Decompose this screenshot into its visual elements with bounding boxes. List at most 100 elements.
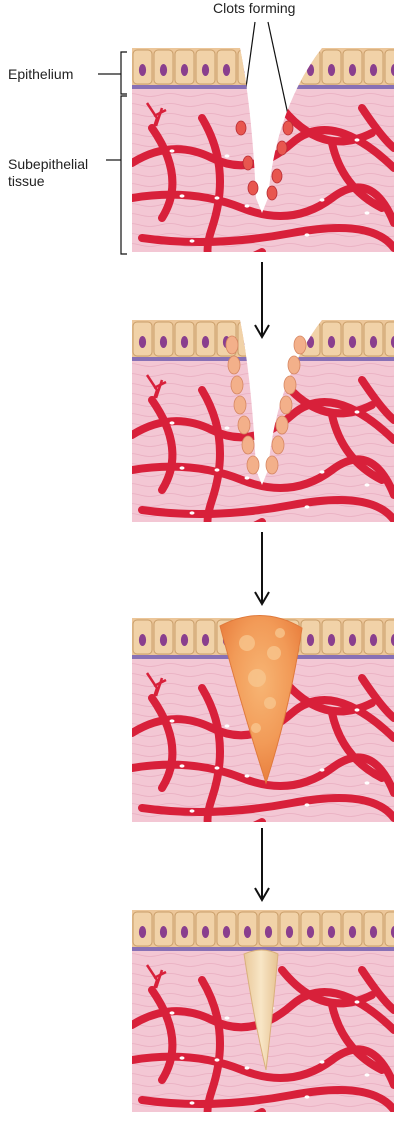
blood-cell	[365, 1073, 370, 1076]
blood-cell	[320, 470, 325, 473]
blood-cell	[320, 198, 325, 201]
cell-nucleus	[307, 336, 314, 348]
cell-nucleus	[160, 926, 167, 938]
cell-nucleus	[286, 64, 293, 76]
cell-nucleus	[370, 64, 377, 76]
blood-cell	[305, 803, 310, 806]
down-arrow-icon	[255, 262, 269, 337]
cell-nucleus	[349, 926, 356, 938]
blood-cell	[245, 774, 250, 777]
blood-cell	[215, 1058, 220, 1061]
cell-nucleus	[202, 634, 209, 646]
clot-cell	[266, 456, 278, 474]
clot-cell	[276, 416, 288, 434]
basement-membrane	[132, 357, 394, 361]
cell-nucleus	[160, 336, 167, 348]
blood-cell	[170, 1011, 175, 1014]
cell-nucleus	[139, 336, 146, 348]
cell-nucleus	[160, 64, 167, 76]
cell-nucleus	[181, 336, 188, 348]
clot	[272, 169, 282, 183]
blood-cell	[245, 1066, 250, 1069]
stage-4-healed	[132, 907, 402, 1122]
clot	[243, 156, 253, 170]
blood-cell	[225, 426, 230, 429]
cell-nucleus	[265, 64, 272, 76]
cell-nucleus	[139, 634, 146, 646]
blood-cell	[320, 768, 325, 771]
clot-cell	[226, 336, 238, 354]
cell-nucleus	[181, 926, 188, 938]
clot-cell	[272, 436, 284, 454]
cell-nucleus	[328, 926, 335, 938]
stage-1-clots-forming	[132, 45, 402, 266]
cell-nucleus	[202, 926, 209, 938]
clot-cell	[231, 376, 243, 394]
clot-cell	[247, 456, 259, 474]
blood-cell	[365, 211, 370, 214]
cell-nucleus	[391, 64, 398, 76]
blood-cell	[180, 194, 185, 197]
cell-nucleus	[223, 64, 230, 76]
blood-cell	[190, 1101, 195, 1104]
clot-cell	[280, 396, 292, 414]
blood-cell	[170, 719, 175, 722]
cell-nucleus	[370, 926, 377, 938]
blood-cell	[305, 1095, 310, 1098]
epithelial-cell	[238, 322, 257, 356]
cell-nucleus	[370, 634, 377, 646]
blood-cell	[245, 204, 250, 207]
clot-cell	[284, 376, 296, 394]
cell-nucleus	[223, 926, 230, 938]
cell-nucleus	[244, 336, 251, 348]
clot	[283, 121, 293, 135]
blood-cell	[355, 138, 360, 141]
cell-nucleus	[286, 336, 293, 348]
blood-cell	[170, 421, 175, 424]
clot-cell	[228, 356, 240, 374]
blood-cell	[190, 239, 195, 242]
blood-cell	[180, 466, 185, 469]
blood-cell	[305, 505, 310, 508]
blood-cell	[180, 764, 185, 767]
blood-cell	[225, 724, 230, 727]
clot	[277, 141, 287, 155]
cell-nucleus	[286, 926, 293, 938]
blood-cell	[225, 154, 230, 157]
blood-cell	[180, 1056, 185, 1059]
cell-nucleus	[265, 336, 272, 348]
blood-cell	[170, 149, 175, 152]
blood-cell	[190, 809, 195, 812]
blood-cell	[365, 483, 370, 486]
cell-nucleus	[349, 64, 356, 76]
subepithelial-bracket	[106, 96, 127, 254]
blood-cell	[215, 468, 220, 471]
cell-nucleus	[181, 64, 188, 76]
clot-cell	[238, 416, 250, 434]
cell-nucleus	[349, 634, 356, 646]
blood-cell	[190, 511, 195, 514]
cell-nucleus	[139, 926, 146, 938]
cell-nucleus	[328, 336, 335, 348]
cell-nucleus	[307, 64, 314, 76]
epithelium-bracket	[98, 52, 127, 94]
blood-cell	[355, 708, 360, 711]
down-arrow-icon	[255, 828, 269, 900]
epithelial-cell	[280, 50, 299, 84]
clot	[248, 181, 258, 195]
clot-cell	[242, 436, 254, 454]
cell-nucleus	[391, 336, 398, 348]
clot	[236, 121, 246, 135]
cell-nucleus	[391, 634, 398, 646]
blood-cell	[225, 1016, 230, 1019]
blood-cell	[365, 781, 370, 784]
clot	[267, 186, 277, 200]
clot-cell	[288, 356, 300, 374]
blood-cell	[355, 410, 360, 413]
blood-cell	[320, 1060, 325, 1063]
clot-cell	[294, 336, 306, 354]
blood-cell	[355, 1000, 360, 1003]
blood-cell	[215, 766, 220, 769]
cell-nucleus	[202, 336, 209, 348]
